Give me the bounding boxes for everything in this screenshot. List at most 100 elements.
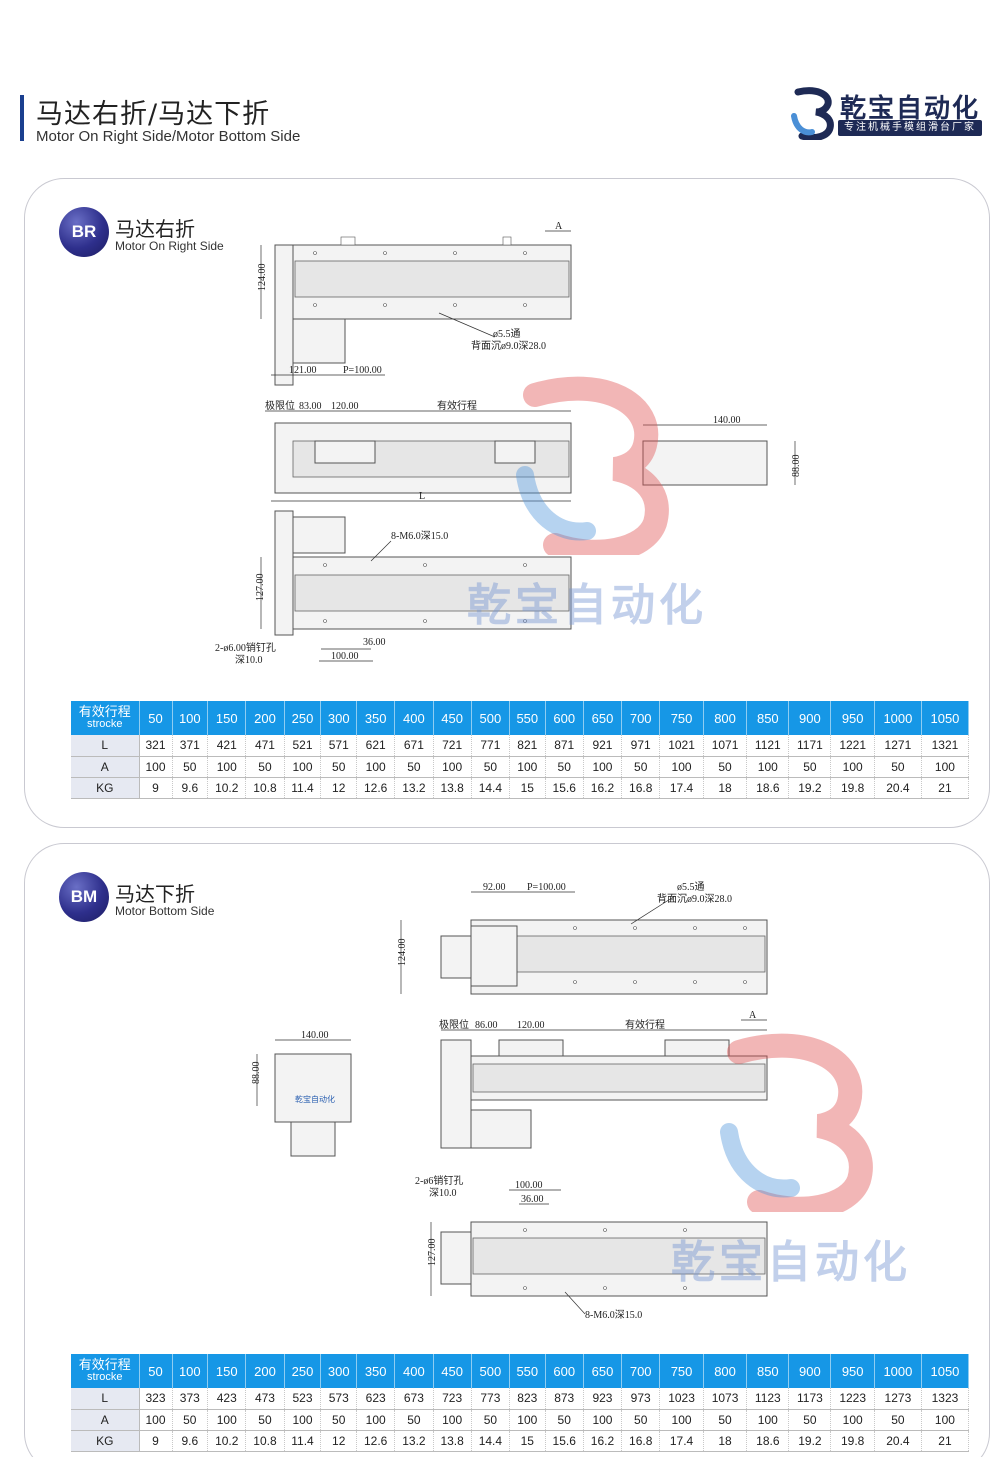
section-title: 马达下折	[115, 882, 195, 906]
stroke-cell: 100	[172, 701, 209, 735]
brand-slogan: 专注机械手模组滑台厂家	[838, 120, 982, 136]
dim-120: 120.00	[331, 401, 359, 412]
table-cell: 20.4	[874, 1430, 922, 1452]
table-cell: 571	[320, 735, 358, 757]
table-cell: 12	[320, 777, 358, 799]
dim-121: 121.00	[289, 365, 317, 376]
table-cell: 100	[659, 756, 704, 778]
table-cell: 13.2	[394, 1430, 434, 1452]
stroke-cell: 900	[788, 1354, 832, 1388]
stroke-cell: 1000	[874, 701, 922, 735]
table-cell: 18	[703, 1430, 748, 1452]
table-cell: 12	[320, 1430, 358, 1452]
table-cell: 15.6	[545, 1430, 584, 1452]
table-cell: 573	[320, 1388, 358, 1410]
thread-note: 8-M6.0深15.0	[585, 1309, 642, 1321]
stroke-cell: 50	[139, 1354, 173, 1388]
section-badge: BR	[59, 207, 109, 257]
table-cell: 50	[320, 1409, 358, 1431]
stroke-cell: 150	[207, 1354, 247, 1388]
table-cell: 13.2	[394, 777, 434, 799]
table-cell: 323	[139, 1388, 173, 1410]
stroke-cell: 1000	[874, 1354, 922, 1388]
table-cell: 16.2	[583, 777, 623, 799]
stroke-cell: 650	[583, 1354, 623, 1388]
drawing-top-view: 124.00 121.00 P=100.00 A ø5.5通 背面沉ø9.0深2…	[257, 221, 572, 386]
stroke-cell: 500	[471, 1354, 510, 1388]
table-cell: 100	[659, 1409, 704, 1431]
page-header: 马达右折/马达下折 Motor On Right Side/Motor Bott…	[0, 0, 1000, 160]
dim-height-127: 127.00	[427, 1239, 438, 1267]
table-cell: 1023	[659, 1388, 704, 1410]
table-cell: 100	[139, 756, 173, 778]
section-motor-bottom: BM 马达下折 Motor Bottom Side 92.00 P=100.00…	[24, 843, 990, 1457]
table-cell: 1073	[703, 1388, 748, 1410]
table-header-row: 有效行程 strocke 50 100 150 200 250 300 350 …	[71, 1354, 970, 1388]
table-cell: 471	[245, 735, 285, 757]
table-cell: 100	[509, 756, 546, 778]
brand-logo: 乾宝自动化 专注机械手模组滑台厂家	[786, 86, 992, 140]
stroke-cell: 350	[356, 701, 396, 735]
table-cell: 1021	[659, 735, 704, 757]
table-cell: 1071	[703, 735, 748, 757]
table-cell: 1121	[746, 735, 790, 757]
table-cell: 19.2	[788, 1430, 832, 1452]
table-cell: 100	[830, 756, 875, 778]
row-label: KG	[71, 777, 140, 799]
table-cell: 12.6	[356, 1430, 396, 1452]
table-cell: 50	[545, 1409, 584, 1431]
dim-140: 140.00	[713, 415, 741, 426]
dim-86: 86.00	[475, 1020, 498, 1031]
table-cell: 50	[703, 1409, 748, 1431]
section-title: 马达右折	[115, 217, 195, 241]
table-cell: 1323	[921, 1388, 970, 1410]
table-cell: 50	[703, 756, 748, 778]
table-cell: 19.2	[788, 777, 832, 799]
dim-effective-stroke: 有效行程	[625, 1018, 665, 1031]
drawing-bottom-view: 2-ø6销钉孔 深10.0 100.00 36.00 127.00 8-M6.0…	[415, 1174, 768, 1321]
stroke-cell: 150	[207, 701, 247, 735]
table-cell: 21	[921, 777, 970, 799]
table-cell: 50	[788, 1409, 832, 1431]
table-cell: 15	[509, 1430, 546, 1452]
dim-92: 92.00	[483, 882, 506, 893]
table-cell: 973	[621, 1388, 661, 1410]
stroke-cell: 300	[320, 1354, 358, 1388]
table-cell: 971	[621, 735, 661, 757]
table-cell: 373	[172, 1388, 209, 1410]
table-cell: 50	[874, 1409, 922, 1431]
stroke-cell: 700	[621, 1354, 661, 1388]
table-cell: 50	[245, 1409, 285, 1431]
stroke-cell: 550	[509, 701, 546, 735]
pin-note-1: 2-ø6.00销钉孔	[215, 641, 276, 654]
stroke-cell: 750	[659, 1354, 704, 1388]
table-cell: 50	[471, 756, 510, 778]
dim-88: 88.00	[251, 1062, 262, 1085]
table-cell: 100	[284, 756, 322, 778]
table-cell: 20.4	[874, 777, 922, 799]
table-cell: 14.4	[471, 1430, 510, 1452]
drawing-top-view: 92.00 P=100.00 ø5.5通 背面沉ø9.0深28.0 124.00…	[397, 881, 768, 1021]
dim-effective-stroke: 有效行程	[437, 399, 477, 412]
dim-100: 100.00	[515, 1180, 543, 1191]
spec-table-right: 有效行程 strocke 50 100 150 200 250 300 350 …	[71, 701, 970, 799]
table-cell: 100	[207, 1409, 247, 1431]
table-cell: 18.6	[746, 777, 790, 799]
stroke-cell: 250	[284, 1354, 322, 1388]
stroke-cell: 800	[703, 1354, 748, 1388]
table-cell: 50	[245, 756, 285, 778]
table-cell: 721	[433, 735, 472, 757]
table-cell: 1223	[830, 1388, 875, 1410]
table-cell: 821	[509, 735, 546, 757]
page-subtitle: Motor On Right Side/Motor Bottom Side	[36, 128, 301, 145]
table-cell: 50	[394, 756, 434, 778]
title-accent-bar	[20, 95, 24, 141]
table-cell: 100	[746, 756, 790, 778]
row-label: A	[71, 756, 140, 778]
mini-logo-text: 乾宝自动化	[295, 1094, 335, 1104]
table-cell: 18	[703, 777, 748, 799]
table-cell: 100	[509, 1409, 546, 1431]
table-cell: 100	[583, 1409, 623, 1431]
section-motor-right: BR 马达右折 Motor On Right Side 124.00 121.0…	[24, 178, 990, 828]
table-cell: 521	[284, 735, 322, 757]
